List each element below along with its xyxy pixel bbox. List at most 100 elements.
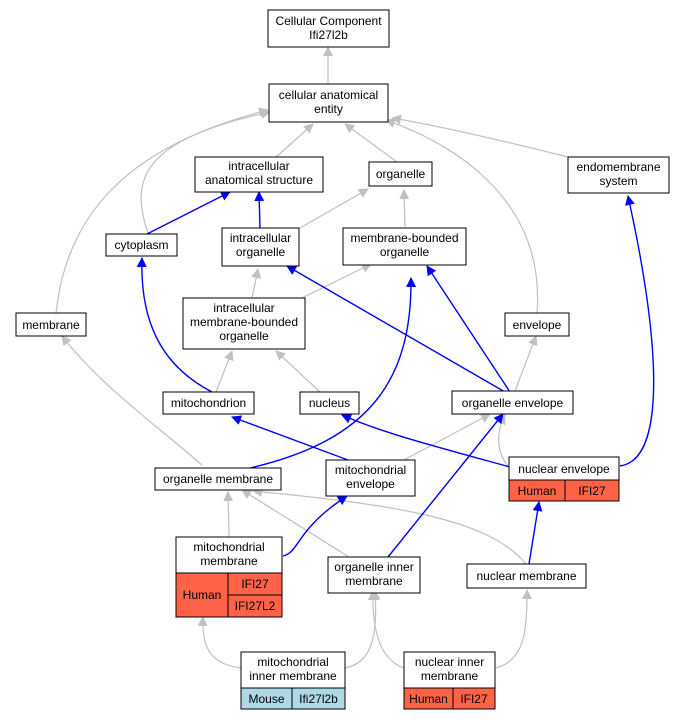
- edge-imbo-to-mbo: [301, 263, 372, 299]
- node-label-line: entity: [314, 102, 343, 116]
- node-label-line: endomembrane: [576, 160, 660, 174]
- node-label-line: organelle inner: [334, 560, 413, 574]
- node-label-line: organelle: [219, 329, 269, 343]
- edge-orgenv-to-envelope: [514, 335, 538, 392]
- edge-nucenv-to-orgenv: [496, 414, 509, 467]
- node-mitochondrion[interactable]: mitochondrion: [162, 391, 255, 415]
- edge-nucinner-to-nucmem: [495, 589, 532, 669]
- node-label-line: membrane: [200, 554, 258, 568]
- edge-nucleus-to-imbo: [275, 350, 321, 393]
- node-label-line: nucleus: [309, 396, 350, 410]
- edge-mitochondrion-partof-cytoplasm: [136, 257, 213, 393]
- node-label-line: mitochondrial: [257, 655, 328, 669]
- edge-cytoplasm-partof-ias: [146, 191, 231, 235]
- gene-cell: [564, 479, 620, 502]
- node-label-line: cytoplasm: [114, 238, 168, 252]
- edge-mitoenv-partof-mitochondrion: [231, 415, 349, 461]
- edge-organelle-to-cae: [344, 123, 398, 163]
- node-endomembrane-system[interactable]: endomembrane system: [567, 156, 670, 194]
- gene-label: IFI27: [578, 484, 606, 498]
- species-label: Human: [183, 588, 222, 602]
- is-a-edges: [55, 46, 569, 669]
- node-label-line: Cellular Component: [275, 14, 382, 28]
- node-cytoplasm[interactable]: cytoplasm: [105, 233, 178, 257]
- node-nuclear-inner-membrane[interactable]: nuclear inner membrane Human IFI27: [403, 651, 496, 710]
- node-membrane[interactable]: membrane: [15, 312, 87, 337]
- edge-cytoplasm-to-cae: [140, 109, 271, 234]
- node-label-line: mitochondrion: [171, 396, 246, 410]
- edge-mitoinner-to-orginner: [342, 590, 381, 669]
- node-label-line: cellular anatomical: [279, 88, 378, 102]
- node-mitochondrial-membrane[interactable]: mitochondrial membrane Human IFI27 IFI27…: [175, 536, 283, 618]
- node-nuclear-envelope[interactable]: nuclear envelope Human IFI27: [508, 456, 620, 502]
- node-membrane-bounded-organelle[interactable]: membrane-bounded organelle: [342, 227, 467, 266]
- node-label-line: organelle: [380, 245, 430, 259]
- node-label-line: organelle membrane: [163, 472, 273, 486]
- node-label-line: nuclear inner: [415, 655, 484, 669]
- node-intracellular-organelle[interactable]: intracellular organelle: [221, 227, 300, 267]
- edge-nucmem-partof-nucenv: [528, 501, 543, 565]
- species-cell: [175, 572, 229, 618]
- node-cellular-anatomical-entity[interactable]: cellular anatomical entity: [268, 83, 389, 123]
- node-label-line: envelope: [346, 477, 395, 491]
- node-intracellular-anatomical-structure[interactable]: intracellular anatomical structure: [194, 156, 324, 193]
- edge-orgenv-partof-mbo: [426, 265, 511, 393]
- edge-orginner-partof-orgenv: [387, 413, 504, 558]
- species-label: Mouse: [248, 692, 284, 706]
- gene-label: Ifi27l2b: [299, 692, 338, 706]
- node-mitochondrial-inner-membrane[interactable]: mitochondrial inner membrane Mouse Ifi27…: [240, 651, 346, 710]
- node-nuclear-membrane[interactable]: nuclear membrane: [466, 563, 587, 589]
- edge-orginner-to-orgmem: [241, 489, 350, 558]
- edge-nucmem-to-orgmem: [252, 486, 527, 565]
- node-label-line: intracellular: [230, 231, 291, 245]
- edge-membrane-to-cae: [55, 107, 269, 314]
- gene-cell: [452, 687, 496, 710]
- edge-mbo-to-organelle: [399, 189, 410, 228]
- edge-mitomem-partof-mitoenv: [282, 495, 348, 557]
- node-label-line: organelle: [376, 167, 426, 181]
- node-intracellular-membrane-bounded-organelle[interactable]: intracellular membrane-bounded organelle: [182, 297, 306, 350]
- node-label-line: nuclear membrane: [476, 569, 576, 583]
- node-label-line: intracellular: [228, 159, 289, 173]
- node-label-line: organelle: [236, 245, 286, 259]
- node-nucleus[interactable]: nucleus: [299, 391, 360, 415]
- edge-mitoenv-to-orgenv: [403, 413, 491, 461]
- node-label-line: Ifi27l2b: [309, 28, 348, 42]
- node-label-line: inner membrane: [249, 669, 337, 683]
- node-label-line: membrane-bounded: [350, 231, 458, 245]
- gene-label: IFI27: [460, 692, 488, 706]
- node-label-line: membrane: [345, 574, 403, 588]
- node-organelle[interactable]: organelle: [368, 161, 433, 187]
- part-of-edges: [136, 191, 655, 565]
- node-mitochondrial-envelope[interactable]: mitochondrial envelope: [325, 459, 416, 497]
- gene-label: IFI27: [241, 577, 269, 591]
- node-label-line: envelope: [513, 318, 562, 332]
- species-label: Human: [409, 692, 448, 706]
- edge-nucenv-partof-endomembrane: [619, 195, 655, 467]
- node-label-line: anatomical structure: [205, 173, 313, 187]
- edge-mitochondrion-to-imbo: [215, 350, 234, 393]
- node-organelle-membrane[interactable]: organelle membrane: [154, 467, 282, 491]
- edge-intraorg-partof-ias: [254, 191, 265, 229]
- edge-imbo-to-intraorg: [251, 268, 262, 299]
- edge-intraorg-to-organelle: [299, 188, 369, 229]
- node-label-line: mitochondrial: [335, 463, 406, 477]
- node-organelle-inner-membrane[interactable]: organelle inner membrane: [327, 556, 421, 594]
- node-label-line: membrane: [421, 669, 479, 683]
- edge-orgmem-partof-mbo: [249, 277, 417, 469]
- node-envelope[interactable]: envelope: [504, 312, 570, 337]
- edge-mitomem-to-orgmem: [223, 491, 234, 538]
- gene-cell: [291, 687, 346, 710]
- gene-label: IFI27L2: [235, 599, 276, 613]
- node-label-line: membrane: [22, 318, 80, 332]
- edge-nucenv-partof-nucleus: [341, 414, 511, 468]
- edge-orgenv-partof-intraorg: [286, 265, 506, 393]
- node-organelle-envelope[interactable]: organelle envelope: [451, 390, 574, 415]
- edge-endomembrane-to-cae: [391, 114, 569, 158]
- edge-envelope-to-cae: [385, 118, 539, 314]
- edge-orgmem-to-membrane: [61, 335, 203, 466]
- node-cc-root[interactable]: Cellular Component Ifi27l2b: [267, 9, 390, 48]
- species-label: Human: [518, 484, 557, 498]
- node-label-line: organelle envelope: [462, 396, 564, 410]
